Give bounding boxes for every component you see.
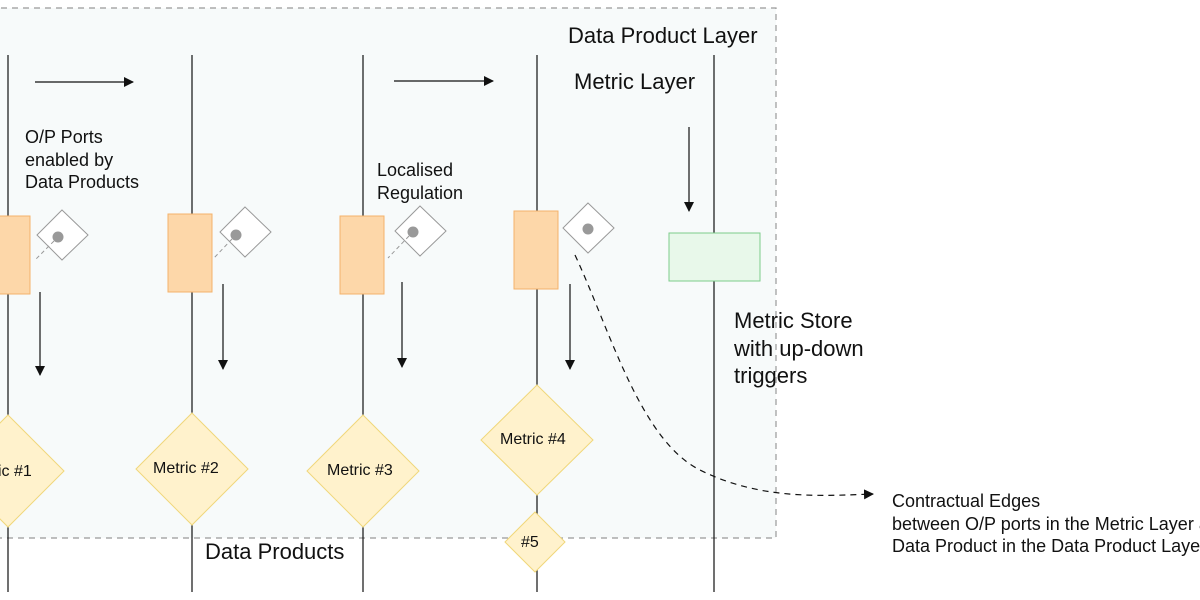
regulation-node-2 — [213, 206, 272, 259]
output-port-2 — [167, 213, 213, 293]
metric-label-3: Metric #3 — [327, 462, 393, 479]
metric-label-2: Metric #2 — [153, 460, 219, 477]
metric-node-5 — [504, 511, 566, 573]
metric-label-5: #5 — [521, 534, 539, 551]
data-product-layer-label: Data Product Layer — [568, 23, 758, 48]
contractual-edges-annotation: Contractual Edges between O/P ports in t… — [892, 491, 1200, 556]
localised-regulation-annotation: Localised Regulation — [377, 160, 464, 203]
output-port-3 — [339, 215, 385, 295]
metric-layer-label: Metric Layer — [574, 69, 696, 94]
metric-store-box — [668, 232, 761, 282]
data-products-label: Data Products — [205, 539, 345, 564]
metric-node-3 — [306, 414, 420, 528]
metric-label-4: Metric #4 — [500, 431, 566, 448]
metric-node-1 — [0, 414, 65, 528]
regulation-node-3 — [387, 205, 447, 259]
output-port-4 — [513, 210, 559, 290]
regulation-node-4 — [562, 202, 615, 254]
op-ports-annotation: O/P Ports enabled by Data Products — [25, 127, 140, 192]
metric-store-annotation: Metric Store with up-down triggers — [734, 308, 864, 388]
metric-node-4 — [480, 384, 594, 496]
metric-label-1: Metric #1 — [0, 463, 32, 480]
metric-node-2 — [135, 412, 249, 526]
regulation-node-1 — [34, 209, 89, 261]
output-port-1 — [0, 215, 31, 295]
contractual-edge-curve — [574, 254, 874, 500]
